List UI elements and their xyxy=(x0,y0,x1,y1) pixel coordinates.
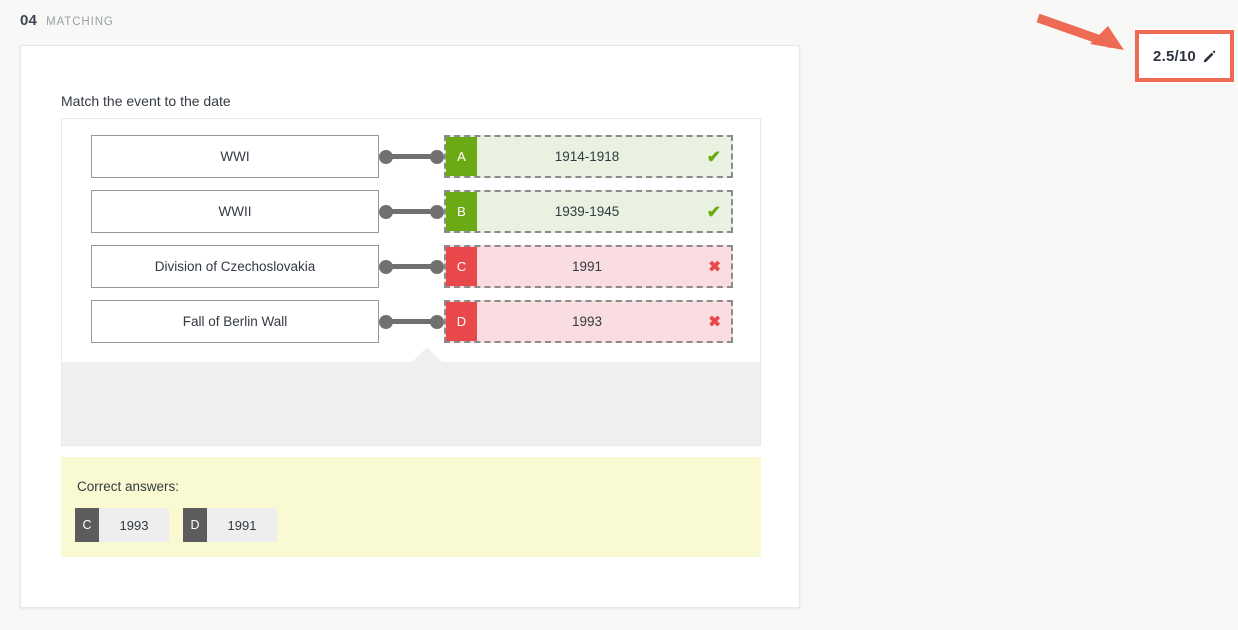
match-answer-letter-badge: A xyxy=(446,137,477,176)
match-row: Fall of Berlin Wall D 1993 ✖ xyxy=(62,300,760,343)
connector-knob-right xyxy=(430,259,444,274)
match-answer-slot[interactable]: C 1991 ✖ xyxy=(444,245,733,288)
question-header: 04 MATCHING xyxy=(20,12,114,29)
chip-value: 1993 xyxy=(99,508,169,542)
connector-bar xyxy=(387,154,437,159)
match-answer-value: 1939-1945 xyxy=(554,204,620,219)
matching-rows: WWI A 1914-1918 ✔ WWII B 1939-1945 ✔ Division of… xyxy=(62,119,760,361)
match-connector-icon[interactable] xyxy=(379,245,444,288)
cross-icon: ✖ xyxy=(708,313,721,330)
question-number: 04 xyxy=(20,12,38,29)
connector-knob-right xyxy=(430,314,444,329)
match-answer-letter-badge: D xyxy=(446,302,477,341)
match-event-item[interactable]: Fall of Berlin Wall xyxy=(91,300,379,343)
match-connector-icon[interactable] xyxy=(379,190,444,233)
drop-zone-notch-icon xyxy=(411,347,443,363)
match-connector-icon[interactable] xyxy=(379,135,444,178)
match-answer-slot[interactable]: B 1939-1945 ✔ xyxy=(444,190,733,233)
match-event-item[interactable]: WWI xyxy=(91,135,379,178)
connector-knob-left xyxy=(379,314,393,329)
connector-knob-right xyxy=(430,149,444,164)
connector-knob-left xyxy=(379,259,393,274)
match-row: WWII B 1939-1945 ✔ xyxy=(62,190,760,233)
score-box[interactable]: 2.5/10 xyxy=(1135,30,1234,82)
match-answer-slot[interactable]: D 1993 ✖ xyxy=(444,300,733,343)
connector-knob-left xyxy=(379,149,393,164)
question-prompt: Match the event to the date xyxy=(61,93,231,109)
match-event-item[interactable]: WWII xyxy=(91,190,379,233)
match-answer-letter-badge: C xyxy=(446,247,477,286)
match-answer-value: 1993 xyxy=(571,314,603,329)
drop-zone[interactable] xyxy=(62,347,760,445)
question-type-label: MATCHING xyxy=(46,16,114,28)
chip-value: 1991 xyxy=(207,508,277,542)
question-card: Match the event to the date WWI A 1914-191… xyxy=(20,45,800,608)
match-row: WWI A 1914-1918 ✔ xyxy=(62,135,760,178)
match-answer-value: 1991 xyxy=(571,259,603,274)
match-row: Division of Czechoslovakia C 1991 ✖ xyxy=(62,245,760,288)
cross-icon: ✖ xyxy=(708,258,721,275)
matching-board: WWI A 1914-1918 ✔ WWII B 1939-1945 ✔ Division of… xyxy=(61,118,761,446)
connector-knob-right xyxy=(430,204,444,219)
annotation-arrow-icon xyxy=(1036,13,1124,50)
chip-letter-badge: C xyxy=(75,508,99,542)
connector-bar xyxy=(387,209,437,214)
connector-bar xyxy=(387,319,437,324)
match-answer-slot[interactable]: A 1914-1918 ✔ xyxy=(444,135,733,178)
connector-knob-left xyxy=(379,204,393,219)
match-event-item[interactable]: Division of Czechoslovakia xyxy=(91,245,379,288)
match-answer-letter-badge: B xyxy=(446,192,477,231)
correct-answers-title: Correct answers: xyxy=(77,479,180,494)
pencil-icon[interactable] xyxy=(1203,50,1216,63)
check-icon: ✔ xyxy=(706,147,721,166)
match-answer-value: 1914-1918 xyxy=(554,149,620,164)
score-value: 2.5/10 xyxy=(1153,47,1196,65)
check-icon: ✔ xyxy=(706,202,721,221)
match-connector-icon[interactable] xyxy=(379,300,444,343)
chip-letter-badge: D xyxy=(183,508,207,542)
connector-bar xyxy=(387,264,437,269)
